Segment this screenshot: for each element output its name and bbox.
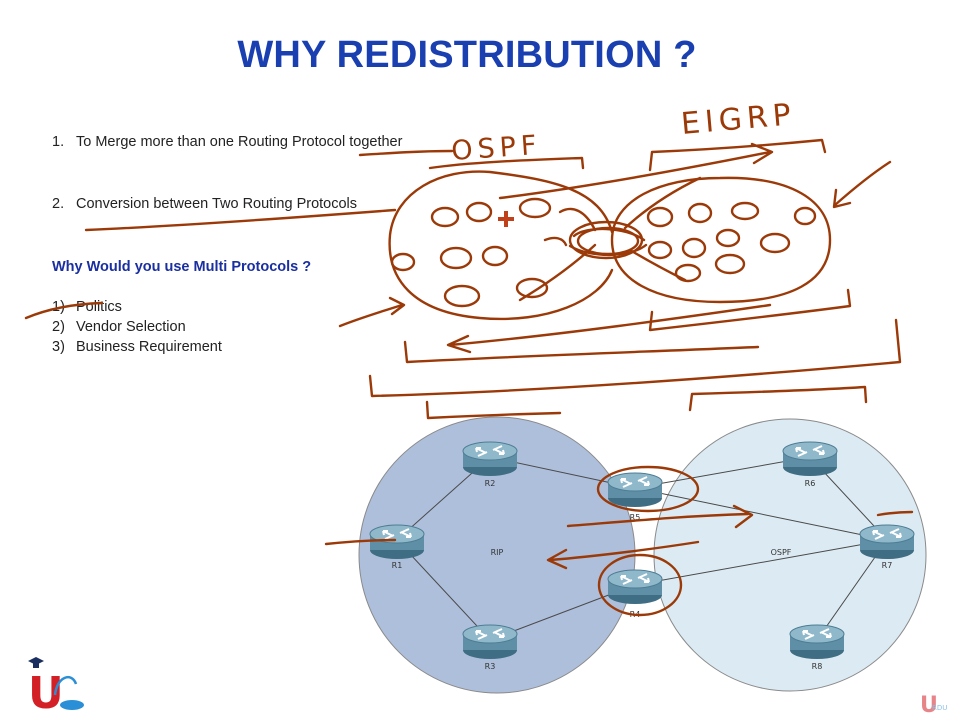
ospf-domain-circle [653, 418, 927, 692]
router-r7 [859, 524, 915, 560]
router-r3 [462, 624, 518, 660]
router-r6-label: R6 [805, 479, 816, 488]
network-diagram: R1 R2 R3 R4 R5 R6 R7 R8 RIP OSPF [358, 416, 927, 694]
reason-2: 2) Vendor Selection [52, 319, 186, 335]
point-1-text: To Merge more than one Routing Protocol … [76, 134, 403, 150]
router-r5-label: R5 [630, 513, 641, 522]
router-r8-label: R8 [812, 662, 823, 671]
router-r1 [369, 524, 425, 560]
point-1-number: 1. [52, 134, 65, 150]
reason-3-number: 3) [52, 339, 65, 355]
reason-2-text: Vendor Selection [76, 319, 186, 335]
question-heading: Why Would you use Multi Protocols ? [52, 259, 312, 275]
router-r2 [462, 441, 518, 477]
watermark-letter: U [920, 693, 938, 718]
router-r6 [782, 441, 838, 477]
point-2-text: Conversion between Two Routing Protocols [76, 196, 358, 212]
point-1: 1. To Merge more than one Routing Protoco… [52, 134, 402, 150]
cross-marker [498, 211, 514, 227]
slide-title: WHY REDISTRIBUTION ? [237, 34, 697, 76]
router-r1-label: R1 [392, 561, 403, 570]
router-r2-label: R2 [485, 479, 496, 488]
ospf-domain-label: OSPF [771, 548, 792, 557]
router-r8 [789, 624, 845, 660]
handwritten-ospf-label: OSPF [450, 130, 542, 167]
handwritten-eigrp-label: EIGRP [680, 97, 798, 142]
watermark-text: RDU [932, 704, 947, 712]
router-r7-label: R7 [882, 561, 893, 570]
reason-2-number: 2) [52, 319, 65, 335]
point-2-number: 2. [52, 196, 65, 212]
reason-3: 3) Business Requirement [52, 339, 222, 355]
handwritten-annotations [24, 138, 914, 617]
reason-3-text: Business Requirement [76, 339, 222, 355]
brand-logo: U [28, 657, 84, 719]
router-r3-label: R3 [485, 662, 496, 671]
rip-domain-label: RIP [491, 548, 504, 557]
logo-letter: U [28, 668, 64, 719]
watermark-logo: U RDU [920, 693, 947, 718]
router-r5 [607, 472, 663, 508]
router-r4 [607, 569, 663, 605]
point-2: 2. Conversion between Two Routing Protoco… [52, 196, 357, 212]
